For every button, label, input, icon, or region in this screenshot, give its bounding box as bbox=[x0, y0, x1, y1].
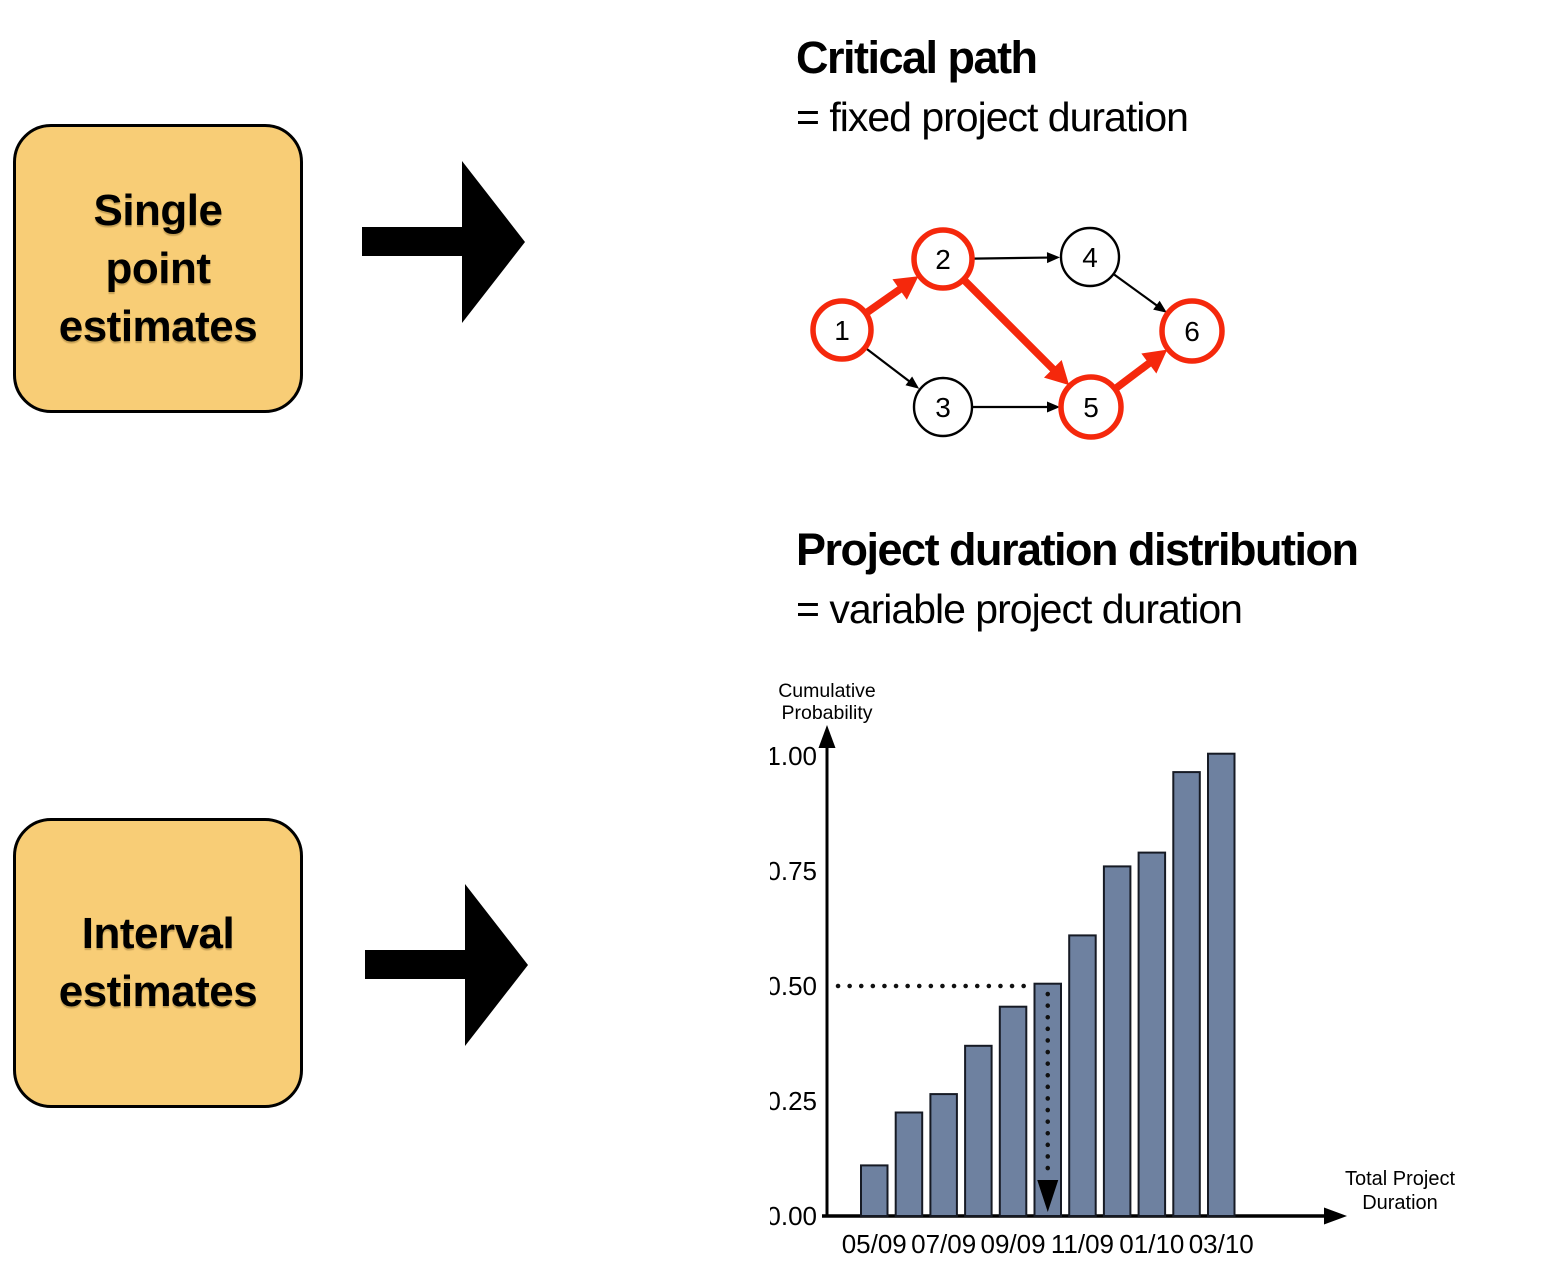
network-node-label-1: 1 bbox=[834, 315, 850, 346]
network-node-5 bbox=[1058, 374, 1124, 440]
distribution-subtitle: = variable project duration bbox=[796, 586, 1243, 632]
x-axis-arrowhead bbox=[1324, 1207, 1347, 1225]
network-edge-2-5 bbox=[961, 277, 1057, 373]
x-tick-label-11/09: 11/09 bbox=[1051, 1229, 1114, 1259]
y-tick-label-0.00: 0.00 bbox=[770, 1201, 817, 1231]
y-tick-label-0.75: 0.75 bbox=[770, 856, 817, 886]
network-edge-arrowhead bbox=[1141, 349, 1168, 374]
network-edge-arrowhead bbox=[905, 376, 920, 389]
x-tick-label-07/09: 07/09 bbox=[911, 1229, 976, 1259]
chart-bar-9 bbox=[1137, 851, 1167, 1217]
chart-bar-3 bbox=[929, 1093, 958, 1218]
network-edge-arrowhead bbox=[892, 276, 919, 300]
network-edge-1-3 bbox=[865, 347, 912, 384]
chart-bar-11 bbox=[1207, 752, 1236, 1217]
network-edge-arrowhead bbox=[1153, 300, 1167, 313]
interval-estimates-label: Interval estimates bbox=[58, 909, 258, 1016]
network-node-3 bbox=[912, 376, 974, 438]
network-edge-2-4 bbox=[972, 256, 1050, 260]
network-node-label-4: 4 bbox=[1082, 242, 1098, 273]
y-axis-arrowhead bbox=[818, 725, 836, 748]
critical-path-subtitle: = fixed project duration bbox=[796, 94, 1189, 140]
arrow-right-icon bbox=[362, 161, 525, 323]
y-tick-label-1.00: 1.00 bbox=[770, 741, 817, 771]
network-node-4 bbox=[1059, 226, 1121, 288]
chart-bar-10 bbox=[1172, 771, 1201, 1217]
network-edge-4-6 bbox=[1113, 273, 1159, 308]
x-tick-label-03/10: 03/10 bbox=[1189, 1229, 1254, 1259]
network-node-label-3: 3 bbox=[935, 392, 951, 423]
network-node-label-6: 6 bbox=[1184, 316, 1200, 347]
x-tick-label-01/10: 01/10 bbox=[1119, 1229, 1184, 1259]
network-node-label-5: 5 bbox=[1083, 392, 1099, 423]
network-edge-1-2 bbox=[864, 285, 904, 316]
y-axis-title: Probability bbox=[781, 702, 872, 724]
network-edge-5-6 bbox=[1113, 359, 1153, 392]
arrow-right-shape bbox=[365, 884, 528, 1046]
median-down-arrowhead bbox=[1037, 1180, 1059, 1212]
chart-bar-7 bbox=[1068, 934, 1097, 1217]
network-node-6 bbox=[1159, 298, 1225, 364]
interval-estimates-box: Interval estimates bbox=[13, 818, 303, 1108]
network-node-1 bbox=[810, 298, 874, 362]
critical-path-title: Critical path bbox=[796, 32, 1038, 83]
y-tick-label-0.25: 0.25 bbox=[770, 1086, 817, 1116]
x-tick-label-05/09: 05/09 bbox=[842, 1229, 907, 1259]
network-edge-arrowhead bbox=[1046, 252, 1061, 264]
chart-bar-8 bbox=[1102, 865, 1132, 1217]
network-node-label-2: 2 bbox=[935, 244, 951, 275]
single-point-estimates-label: Single point estimates bbox=[58, 185, 258, 351]
chart-bar-1 bbox=[860, 1164, 889, 1217]
chart-bar-4 bbox=[964, 1044, 993, 1217]
network-edge-arrowhead bbox=[1047, 401, 1060, 413]
critical-path-network-diagram: 1 2 3 4 5 6 bbox=[810, 226, 1225, 440]
x-axis-title: Total Project bbox=[1345, 1168, 1455, 1190]
y-tick-label-0.50: 0.50 bbox=[770, 971, 817, 1001]
x-axis-title: Duration bbox=[1362, 1192, 1438, 1214]
chart-bar-5 bbox=[998, 1005, 1028, 1218]
arrow-right-icon bbox=[365, 884, 528, 1046]
arrow-right-shape bbox=[362, 161, 525, 323]
single-point-estimates-box: Single point estimates bbox=[13, 124, 303, 413]
network-edge-arrowhead bbox=[1043, 359, 1070, 386]
chart-bar-2 bbox=[894, 1111, 924, 1217]
x-tick-label-09/09: 09/09 bbox=[981, 1229, 1046, 1259]
network-node-2 bbox=[911, 227, 975, 291]
distribution-title: Project duration distribution bbox=[796, 524, 1359, 575]
y-axis-title: Cumulative bbox=[778, 680, 876, 702]
